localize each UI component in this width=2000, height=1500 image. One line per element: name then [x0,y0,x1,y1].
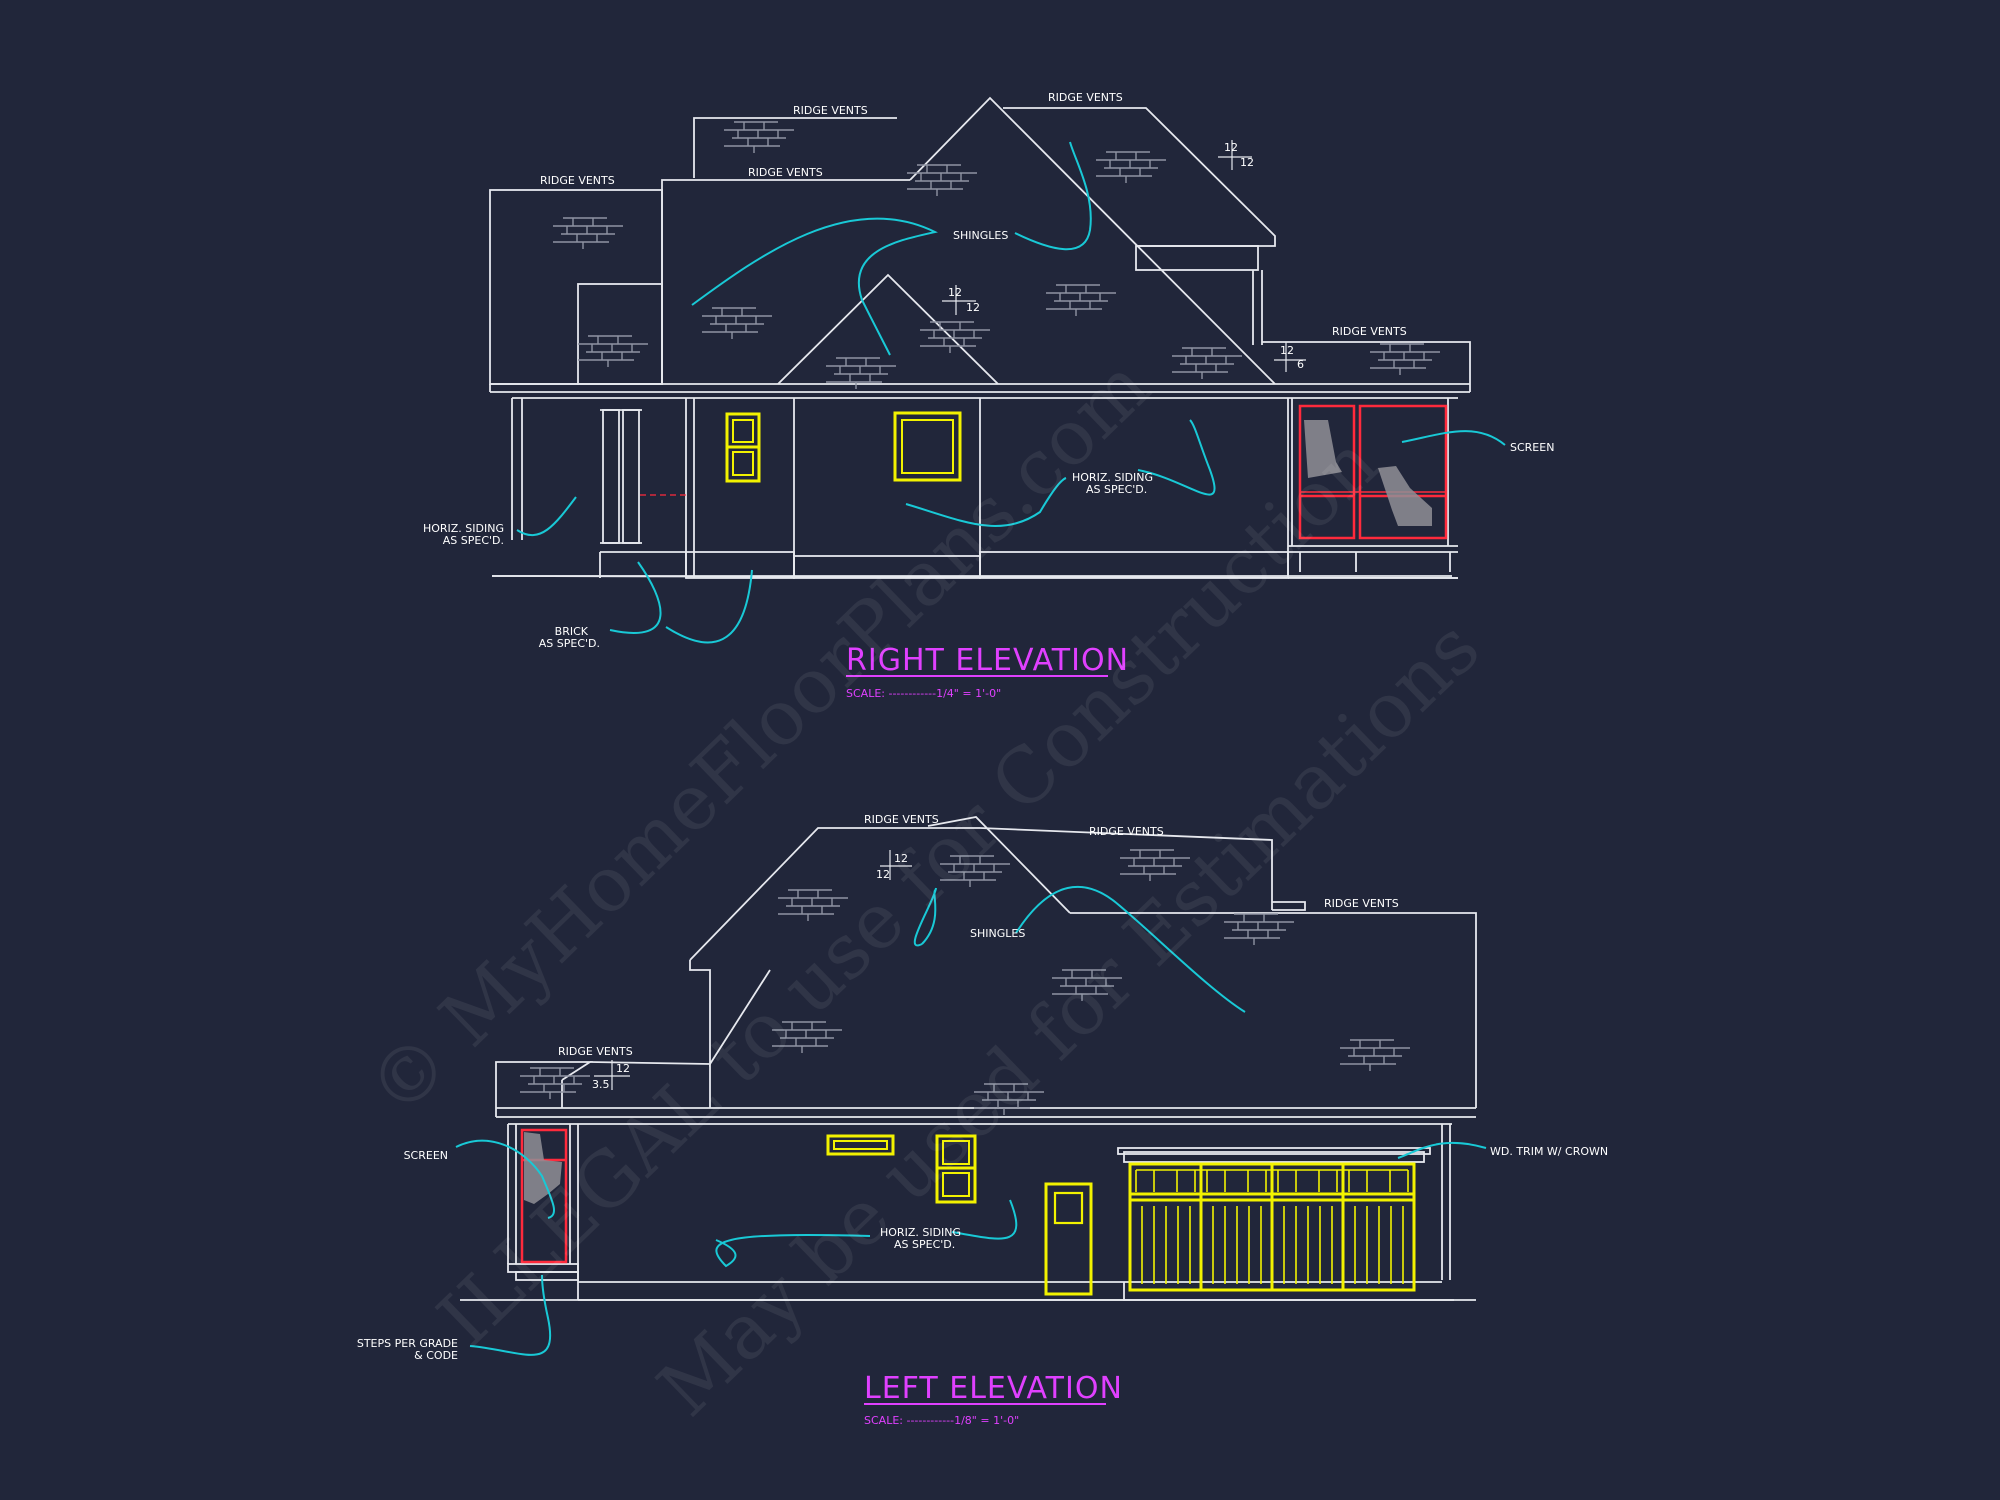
note-shingles: SHINGLES [970,927,1025,940]
note-horiz-siding: AS SPEC'D. [894,1238,955,1251]
note-ridge-vents: RIDGE VENTS [540,174,615,187]
note-horiz-siding: AS SPEC'D. [1086,483,1147,496]
pitch-1-run: 12 [1240,156,1254,169]
note-ridge-vents: RIDGE VENTS [864,813,939,826]
note-horiz-siding: HORIZ. SIDING [1072,471,1153,484]
note-horiz-siding: AS SPEC'D. [443,534,504,547]
note-ridge-vents: RIDGE VENTS [748,166,823,179]
garage-door [1117,1147,1431,1292]
left-elevation-scale: SCALE: ------------1/8" = 1'-0" [864,1414,1019,1427]
left-windows-doors [826,1134,1431,1296]
note-brick: AS SPEC'D. [539,637,600,650]
left-elevation: 12 12 12 3.5 RIDGE VENTS RIDGE VENTS RID… [357,813,1608,1427]
right-windows [725,411,962,483]
note-ridge-vents: RIDGE VENTS [558,1045,633,1058]
note-horiz-siding: HORIZ. SIDING [423,522,504,535]
right-pitch-symbols: 12 12 12 12 12 6 [942,140,1306,372]
right-elevation-title: RIGHT ELEVATION [846,643,1129,678]
note-horiz-siding: HORIZ. SIDING [880,1226,961,1239]
pitch-3-run: 6 [1297,358,1304,371]
right-elevation-scale: SCALE: ------------1/4" = 1'-0" [846,687,1001,700]
note-steps: STEPS PER GRADE [357,1337,458,1350]
note-wd-trim: WD. TRIM W/ CROWN [1490,1145,1608,1158]
right-grade-line [491,575,1459,579]
pitch-1-run: 12 [876,868,890,881]
note-shingles: SHINGLES [953,229,1008,242]
right-screen-porch [1298,404,1448,540]
entry-door [1044,1182,1093,1296]
note-ridge-vents: RIDGE VENTS [1048,91,1123,104]
note-screen: SCREEN [1510,441,1554,454]
right-elevation: 12 12 12 12 12 6 RIDGE VENTS RIDGE VENTS… [423,91,1554,700]
right-roof-outline [489,96,1471,393]
left-notes: RIDGE VENTS RIDGE VENTS RIDGE VENTS RIDG… [357,813,1608,1362]
pitch-3-rise: 12 [1280,344,1294,357]
window-right-square [893,411,962,482]
note-ridge-vents: RIDGE VENTS [1089,825,1164,838]
right-leader-lines [516,141,1506,644]
window-left-transom [826,1134,895,1156]
note-screen: SCREEN [404,1149,448,1162]
left-pitch-symbols: 12 12 12 3.5 [592,850,912,1091]
right-notes: RIDGE VENTS RIDGE VENTS RIDGE VENTS RIDG… [423,91,1554,650]
pitch-2-rise: 12 [616,1062,630,1075]
pitch-2-run: 12 [966,301,980,314]
note-brick: BRICK [555,625,589,638]
note-ridge-vents: RIDGE VENTS [1332,325,1407,338]
note-steps: & CODE [414,1349,458,1362]
left-leader-lines [455,885,1487,1356]
pitch-2-run: 3.5 [592,1078,610,1091]
pitch-1-rise: 12 [894,852,908,865]
note-ridge-vents: RIDGE VENTS [1324,897,1399,910]
note-ridge-vents: RIDGE VENTS [793,104,868,117]
pitch-1-rise: 12 [1224,141,1238,154]
pitch-2-rise: 12 [948,286,962,299]
left-elevation-title: LEFT ELEVATION [864,1371,1123,1406]
right-shingle-hatches [552,121,1441,390]
